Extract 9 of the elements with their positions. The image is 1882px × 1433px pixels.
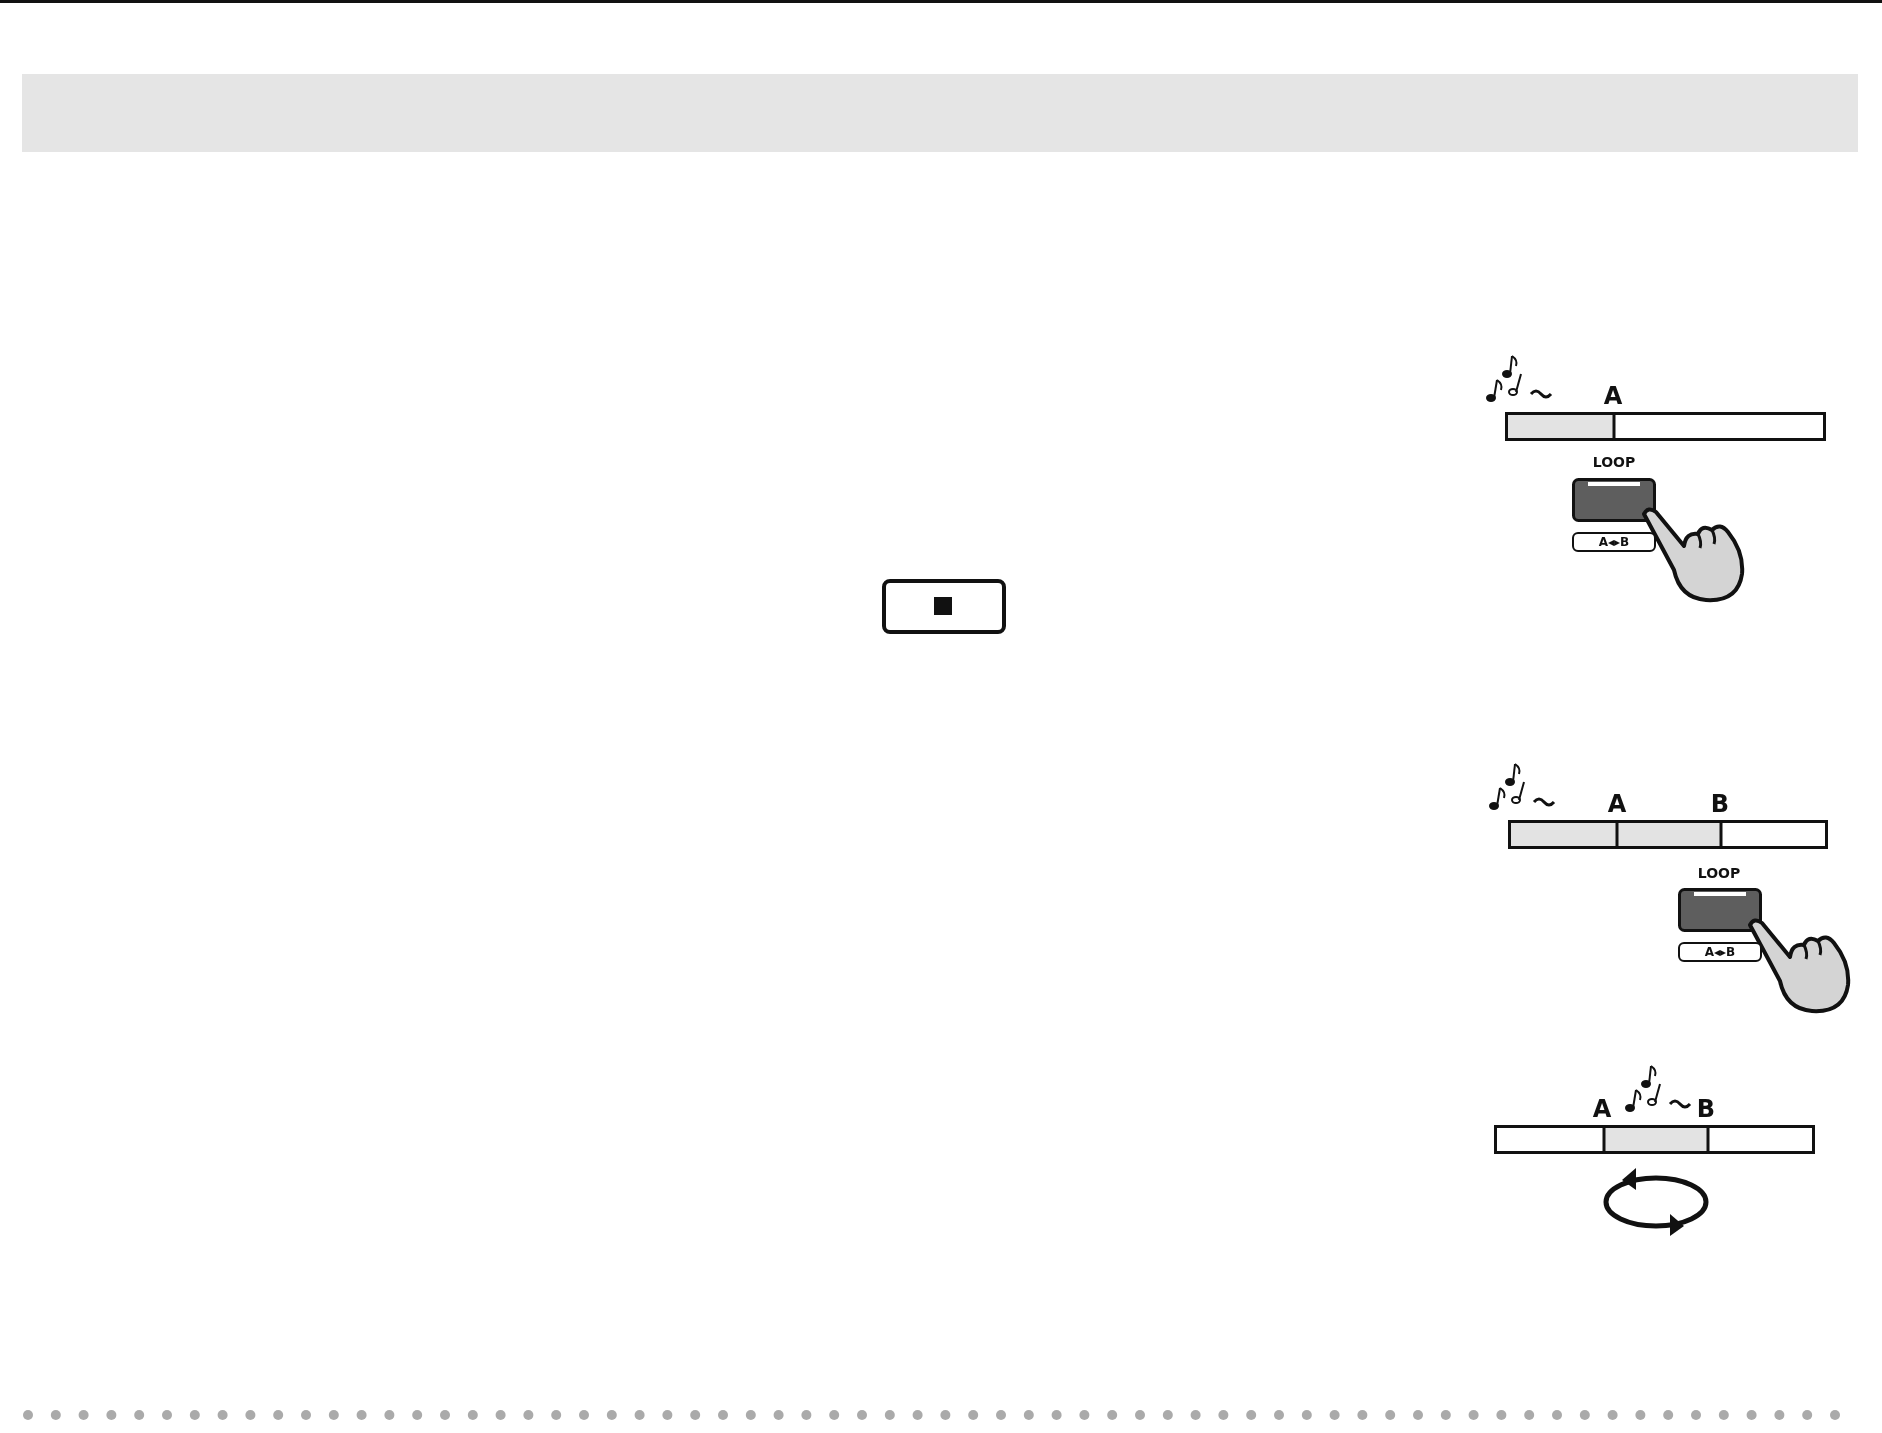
marker-label: A <box>1592 1097 1612 1121</box>
marker-label: B <box>1710 792 1730 816</box>
button-label: LOOP <box>1697 866 1741 880</box>
button-label: A◂▸B <box>1572 532 1656 552</box>
button-label: LOOP <box>1592 455 1636 469</box>
marker-label: A <box>1603 384 1623 408</box>
marker-label: B <box>1696 1097 1716 1121</box>
button-label: A◂▸B <box>1678 942 1762 962</box>
marker-label: A <box>1607 792 1627 816</box>
